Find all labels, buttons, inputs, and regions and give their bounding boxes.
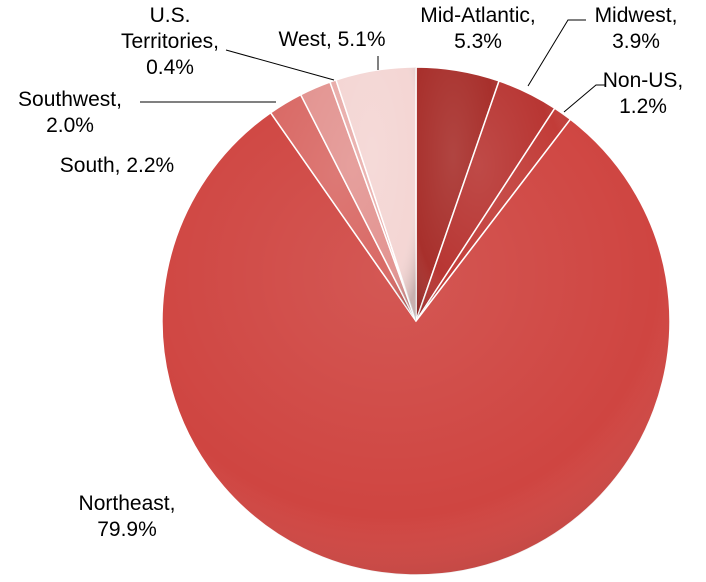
leader-lines [140, 19, 606, 113]
slice-label-west: West, 5.1% [279, 28, 386, 51]
leader-line-mid-atlantic [527, 19, 586, 87]
leader-line-u-s-territories [225, 49, 335, 81]
slice-label-south: South, 2.2% [60, 154, 174, 177]
leader-line-midwest [563, 84, 606, 113]
slice-label-u-s-territories: U.S.Territories,0.4% [121, 4, 219, 79]
pie-slices [161, 66, 671, 576]
slice-label-southwest: Southwest,2.0% [18, 88, 122, 137]
slice-labels: Mid-Atlantic,5.3% Midwest,3.9% Non-US,1.2%… [18, 4, 683, 541]
slice-label-northeast: Northeast,79.9% [79, 492, 176, 541]
slice-label-non-us: Non-US,1.2% [603, 69, 684, 118]
slice-label-mid-atlantic: Mid-Atlantic,5.3% [420, 4, 536, 53]
slice-label-midwest: Midwest,3.9% [595, 4, 678, 53]
